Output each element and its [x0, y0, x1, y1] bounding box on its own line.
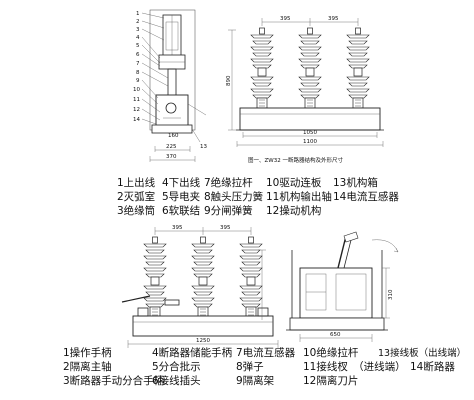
dim-395-b: 395	[328, 16, 339, 22]
dim-890: 890	[226, 75, 232, 86]
callout-12: 12	[133, 107, 140, 113]
legend2-item-6: 6接线插头	[152, 374, 201, 387]
fig1-side-view: 1 2 3 4 5 6 7 8 9 10 11 12 14 160 13 225…	[133, 9, 207, 162]
callout-9: 9	[136, 78, 140, 84]
dim-370: 370	[166, 154, 177, 160]
callout-14: 14	[133, 117, 140, 123]
legend2-item-14: 14断路器	[410, 360, 455, 373]
legend2-item-11: 11接线杈 （进线端）	[303, 360, 406, 373]
insulator-a	[250, 27, 274, 109]
insulator-c	[346, 27, 370, 109]
legend1-item-5: 5导电夹	[162, 190, 200, 203]
callout-160: 160	[168, 133, 179, 139]
insulator-e	[191, 236, 215, 318]
callout-11: 11	[133, 97, 140, 103]
fig2-base-box	[132, 315, 274, 337]
legend1-item-11: 11机构输出轴	[266, 190, 332, 203]
legend1-item-1: 1上出线	[117, 176, 156, 189]
dim-395-d: 395	[220, 225, 231, 231]
dim-310: 310	[388, 289, 394, 300]
fig2-front-view: 395 395 1250	[121, 225, 279, 348]
callout-8: 8	[136, 70, 140, 76]
dim-225: 225	[166, 144, 177, 150]
callout-10: 10	[133, 87, 140, 93]
insulator-d	[143, 236, 167, 318]
legend1-item-2: 2灭弧室	[117, 190, 155, 203]
callout-2: 2	[136, 19, 140, 25]
callout-1: 1	[136, 11, 140, 17]
legend-2: 1操作手柄 4断路器储能手柄 7电流互感器 10绝缘拉杆 13接线板（出线端） …	[63, 346, 466, 387]
legend2-item-4: 4断路器储能手柄	[152, 346, 232, 359]
legend2-item-1: 1操作手柄	[63, 346, 112, 359]
legend-1: 1上出线 4下出线 7绝缘拉杆 10驱动连板 13机构箱 2灭弧室 5导电夹 8…	[117, 176, 399, 217]
legend1-item-12: 12操动机构	[266, 204, 321, 217]
fig2-side-view: 650 310	[286, 231, 399, 342]
insulator-f	[239, 236, 263, 318]
callout-5: 5	[136, 43, 140, 49]
legend2-item-10: 10绝缘拉杆	[303, 346, 359, 359]
legend2-item-9: 9隔离架	[236, 374, 275, 387]
fig1-caption: 图一、ZW32 一断路器结构及外形尺寸	[248, 156, 343, 164]
dim-1250: 1250	[196, 338, 210, 344]
legend2-item-5: 5分合批示	[152, 360, 201, 373]
legend1-item-13: 13机构箱	[333, 176, 378, 189]
legend1-item-9: 9分闸弹簧	[204, 204, 253, 217]
dim-1100: 1100	[303, 139, 317, 145]
callout-4: 4	[136, 35, 140, 41]
dim-395-c: 395	[172, 225, 183, 231]
callout-7: 7	[136, 61, 140, 67]
legend2-item-2: 2隔离主轴	[63, 360, 112, 373]
callout-13: 13	[200, 144, 207, 150]
insulator-b	[298, 27, 322, 109]
fig1-front-view: 395 395 890 1050 1100 图一、ZW32 一断路器结构及外形尺…	[226, 16, 384, 164]
callout-6: 6	[136, 52, 140, 58]
dim-395-a: 395	[280, 16, 291, 22]
legend2-item-12: 12隔离刀片	[303, 374, 358, 387]
mechanism-box	[239, 107, 381, 131]
legend1-item-6: 6软联结	[162, 204, 200, 217]
dim-1050: 1050	[303, 130, 317, 136]
legend1-item-8: 8触头压力簧	[204, 190, 263, 203]
legend1-item-7: 7绝缘拉杆	[204, 176, 253, 189]
legend1-item-10: 10驱动连板	[266, 176, 322, 189]
legend2-item-13: 13接线板（出线端）	[378, 347, 466, 359]
legend2-item-3: 3断路器手动分合手柄	[63, 374, 164, 387]
legend1-item-4: 4下出线	[162, 176, 201, 189]
legend1-item-3: 3绝缘筒	[117, 204, 155, 217]
legend2-item-7: 7电流互感器	[236, 346, 296, 359]
callout-3: 3	[136, 27, 140, 33]
legend2-item-8: 8弹子	[236, 360, 264, 373]
dim-650: 650	[330, 332, 341, 338]
legend1-item-14: 14电流互感器	[333, 190, 399, 203]
